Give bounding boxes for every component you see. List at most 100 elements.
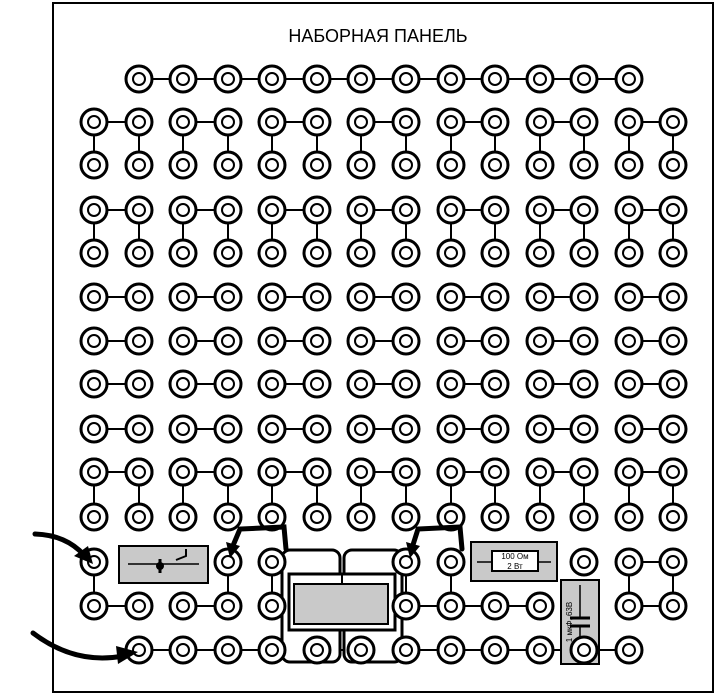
socket[interactable] (302, 635, 332, 665)
socket[interactable] (436, 150, 466, 180)
socket[interactable] (658, 547, 688, 577)
socket[interactable] (79, 195, 109, 225)
socket[interactable] (569, 282, 599, 312)
socket[interactable] (614, 64, 644, 94)
socket[interactable] (168, 195, 198, 225)
socket[interactable] (480, 150, 510, 180)
socket[interactable] (124, 457, 154, 487)
socket[interactable] (480, 282, 510, 312)
socket[interactable] (79, 282, 109, 312)
resistor[interactable]: 100 Ом 2 Вт (470, 541, 558, 582)
socket[interactable] (391, 369, 421, 399)
socket[interactable] (614, 195, 644, 225)
socket[interactable] (257, 238, 287, 268)
socket[interactable] (79, 414, 109, 444)
socket[interactable] (168, 502, 198, 532)
socket[interactable] (436, 107, 466, 137)
socket[interactable] (302, 107, 332, 137)
socket[interactable] (569, 107, 599, 137)
socket[interactable] (480, 591, 510, 621)
socket[interactable] (257, 635, 287, 665)
socket[interactable] (79, 369, 109, 399)
socket[interactable] (302, 282, 332, 312)
socket[interactable] (257, 150, 287, 180)
socket[interactable] (658, 502, 688, 532)
socket[interactable] (658, 591, 688, 621)
socket[interactable] (525, 414, 555, 444)
socket[interactable] (124, 326, 154, 356)
socket[interactable] (658, 326, 688, 356)
socket[interactable] (391, 414, 421, 444)
socket[interactable] (614, 457, 644, 487)
socket[interactable] (124, 107, 154, 137)
socket[interactable] (168, 457, 198, 487)
socket[interactable] (124, 150, 154, 180)
socket[interactable] (569, 150, 599, 180)
socket[interactable] (257, 326, 287, 356)
socket[interactable] (436, 502, 466, 532)
socket[interactable] (124, 282, 154, 312)
socket[interactable] (391, 150, 421, 180)
socket[interactable] (480, 414, 510, 444)
socket[interactable] (346, 457, 376, 487)
transformer[interactable] (280, 548, 404, 664)
socket[interactable] (346, 635, 376, 665)
socket[interactable] (391, 195, 421, 225)
socket[interactable] (257, 369, 287, 399)
socket[interactable] (525, 635, 555, 665)
socket[interactable] (391, 635, 421, 665)
socket[interactable] (569, 64, 599, 94)
switch[interactable] (118, 545, 209, 584)
socket[interactable] (436, 547, 466, 577)
socket[interactable] (302, 238, 332, 268)
socket[interactable] (302, 369, 332, 399)
socket[interactable] (124, 238, 154, 268)
socket[interactable] (79, 150, 109, 180)
socket[interactable] (525, 326, 555, 356)
socket[interactable] (569, 238, 599, 268)
socket[interactable] (124, 195, 154, 225)
socket[interactable] (79, 457, 109, 487)
socket[interactable] (213, 195, 243, 225)
socket[interactable] (614, 414, 644, 444)
socket[interactable] (257, 591, 287, 621)
socket[interactable] (346, 369, 376, 399)
socket[interactable] (658, 238, 688, 268)
socket[interactable] (79, 591, 109, 621)
socket[interactable] (525, 150, 555, 180)
socket[interactable] (525, 64, 555, 94)
socket[interactable] (658, 414, 688, 444)
socket[interactable] (168, 591, 198, 621)
socket[interactable] (525, 369, 555, 399)
socket[interactable] (391, 107, 421, 137)
socket[interactable] (391, 282, 421, 312)
socket[interactable] (213, 238, 243, 268)
socket[interactable] (213, 369, 243, 399)
socket[interactable] (391, 547, 421, 577)
socket[interactable] (346, 502, 376, 532)
socket[interactable] (436, 369, 466, 399)
socket[interactable] (168, 369, 198, 399)
socket[interactable] (124, 369, 154, 399)
socket[interactable] (168, 414, 198, 444)
socket[interactable] (569, 502, 599, 532)
socket[interactable] (525, 238, 555, 268)
socket[interactable] (436, 591, 466, 621)
socket[interactable] (436, 282, 466, 312)
socket[interactable] (302, 150, 332, 180)
socket[interactable] (213, 457, 243, 487)
socket[interactable] (79, 502, 109, 532)
socket[interactable] (436, 457, 466, 487)
socket[interactable] (257, 64, 287, 94)
socket[interactable] (257, 502, 287, 532)
socket[interactable] (346, 414, 376, 444)
socket[interactable] (124, 591, 154, 621)
socket[interactable] (213, 282, 243, 312)
socket[interactable] (213, 150, 243, 180)
socket[interactable] (436, 326, 466, 356)
socket[interactable] (213, 635, 243, 665)
socket[interactable] (658, 195, 688, 225)
socket[interactable] (614, 107, 644, 137)
socket[interactable] (257, 282, 287, 312)
socket[interactable] (436, 195, 466, 225)
